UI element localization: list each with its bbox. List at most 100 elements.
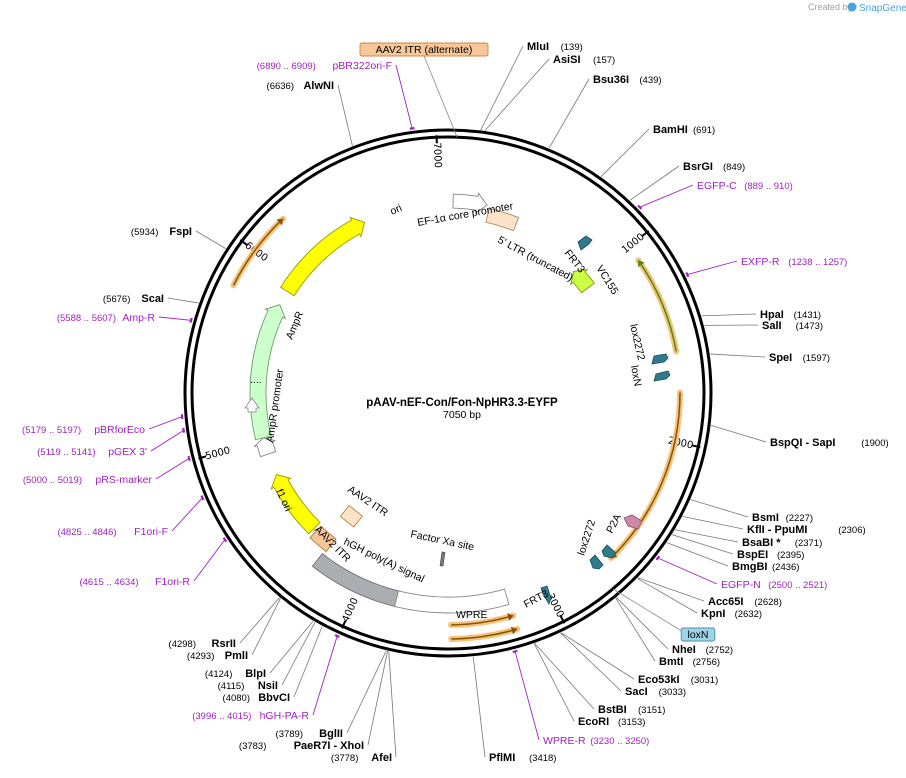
feature-vc155[interactable] — [569, 269, 595, 294]
site-bsmi[interactable]: BsmI(2227) — [752, 512, 813, 524]
feature-aav2-itr[interactable] — [309, 525, 337, 553]
primer-wpre-r[interactable]: WPRE-R(3230 .. 3250) — [543, 735, 649, 747]
primer-line — [150, 429, 184, 452]
feature-f1-ori[interactable] — [270, 473, 321, 535]
site-name: FspI — [169, 226, 192, 238]
site-asisi[interactable]: AsiSI(157) — [553, 54, 615, 66]
boxed-label-loxn[interactable]: loxN — [680, 627, 716, 642]
primer-f1ori-f[interactable]: F1ori-F(4825 .. 4846) — [57, 526, 168, 538]
site-acc65i[interactable]: Acc65I(2628) — [708, 596, 782, 608]
feature-wpre[interactable] — [394, 588, 510, 614]
site-ecori[interactable]: EcoRI(3153) — [578, 716, 645, 728]
site-pos: (3783) — [239, 741, 266, 752]
site-bspqi-sapi[interactable]: BspQI - SapI(1900) — [770, 437, 889, 449]
site-bspei[interactable]: BspEI(2395) — [737, 549, 804, 561]
site-line-bbvci — [293, 626, 323, 698]
site-bsu36i[interactable]: Bsu36I(439) — [593, 74, 662, 86]
site-pos: (691) — [693, 125, 715, 136]
site-scai[interactable]: ScaI(5676) — [103, 293, 164, 305]
site-pmli[interactable]: PmlI(4293) — [187, 650, 248, 662]
site-bsabi-[interactable]: BsaBI *(2371) — [742, 537, 822, 549]
site-pos: (849) — [723, 162, 745, 173]
lox2272-bottom-glyph — [601, 544, 617, 559]
site-spei[interactable]: SpeI(1597) — [769, 352, 830, 364]
primer-pbr322ori-f[interactable]: pBR322ori-F(6890 .. 6909) — [257, 60, 392, 72]
site-line-bamhi — [600, 128, 650, 177]
primer-pbrforeco[interactable]: pBRforEco(5179 .. 5197) — [22, 424, 145, 436]
site-line-pflmi — [472, 656, 486, 758]
site-bglii[interactable]: BglII(3789) — [276, 728, 343, 740]
site-blpi[interactable]: BlpI(4124) — [205, 668, 266, 680]
label-vc155: VC155 — [593, 263, 620, 297]
site-name: BamHI — [653, 124, 688, 136]
site-line-afei — [388, 651, 397, 758]
site-name: SalI — [762, 320, 782, 332]
site-pos: (3031) — [691, 675, 718, 686]
site-afei[interactable]: AfeI(3778) — [331, 752, 392, 764]
site-mlui[interactable]: MluI(139) — [527, 41, 583, 53]
label-p2a: P2A — [604, 512, 624, 535]
site-pos: (2306) — [838, 525, 865, 536]
site-fspi[interactable]: FspI(5934) — [131, 226, 192, 238]
site-saci[interactable]: SacI(3033) — [625, 686, 686, 698]
primer-f1ori-r[interactable]: F1ori-R(4615 .. 4634) — [79, 576, 190, 588]
primer-pos: (6890 .. 6909) — [257, 61, 316, 72]
site-paer7i-xhoi[interactable]: PaeR7I - XhoI(3783) — [239, 740, 364, 752]
site-pos: (6636) — [267, 81, 294, 92]
feature-ef-1-core-promoter[interactable] — [452, 192, 488, 215]
boxed-label-line — [423, 55, 458, 138]
site-pos: (2395) — [777, 550, 804, 561]
primer-egfp-c[interactable]: EGFP-C(889 .. 910) — [697, 180, 793, 192]
boxed-label-bg — [359, 42, 489, 57]
feature-5-ltr-truncated-[interactable] — [485, 207, 520, 232]
site-pos: (2371) — [795, 538, 822, 549]
site-rsrii[interactable]: RsrII(4298) — [169, 638, 236, 650]
site-kpni[interactable]: KpnI(2632) — [701, 608, 762, 620]
site-line-bspqi-sapi — [710, 425, 767, 443]
site-bstbi[interactable]: BstBI(3151) — [598, 704, 665, 716]
site-pos: (3789) — [276, 729, 303, 740]
site-bmgbi[interactable]: BmgBI(2436) — [732, 561, 799, 573]
site-pflmi[interactable]: PflMI(3418) — [489, 752, 556, 764]
primer-hgh-pa-r[interactable]: hGH-PA-R(3996 .. 4015) — [192, 710, 309, 722]
boxed-label-aav2-itr-alternate-[interactable]: AAV2 ITR (alternate) — [359, 42, 489, 57]
primer-line — [687, 260, 738, 276]
site-name: Acc65I — [708, 596, 743, 608]
feature-ori[interactable] — [280, 216, 366, 297]
primer-name: pBRforEco — [94, 424, 145, 436]
site-line-bsmi — [690, 499, 749, 518]
primer-exfp-r[interactable]: EXFP-R(1238 .. 1257) — [741, 256, 847, 268]
site-pos: (2227) — [786, 513, 813, 524]
site-nsii[interactable]: NsiI(4115) — [218, 680, 278, 692]
site-alwni[interactable]: AlwNI(6636) — [267, 80, 334, 92]
site-hpai[interactable]: HpaI(1431) — [760, 309, 821, 321]
site-sali[interactable]: SalI(1473) — [762, 320, 823, 332]
primer-line — [148, 416, 183, 430]
site-bbvci[interactable]: BbvCI(4080) — [223, 692, 290, 704]
cds-arc-core — [637, 259, 677, 352]
frt3-bottom-glyph — [540, 585, 552, 605]
feature-hgh-poly-a-signal[interactable] — [311, 553, 401, 608]
tick-label-7000: 7000 — [431, 142, 443, 168]
site-bamhi[interactable]: BamHI (691) — [653, 124, 715, 136]
primer-amp-r[interactable]: Amp-R(5588 .. 5607) — [57, 312, 156, 324]
loxn-bottom-glyph — [589, 554, 604, 570]
site-kfli-ppumi[interactable]: KflI - PpuMI (2306) — [747, 524, 866, 536]
site-line-nhei — [616, 597, 669, 650]
site-bsrgi[interactable]: BsrGI(849) — [683, 161, 745, 173]
primer-pgex-3-[interactable]: pGEX 3'(5119 .. 5141) — [37, 446, 147, 458]
primer-egfp-n[interactable]: EGFP-N(2500 .. 2521) — [721, 579, 827, 591]
site-pos: (3151) — [638, 705, 665, 716]
site-pos: (4080) — [223, 693, 250, 704]
site-name: KflI - PpuMI — [747, 524, 808, 536]
feature-ampr[interactable] — [249, 304, 287, 441]
site-eco53ki[interactable]: Eco53kI(3031) — [638, 674, 718, 686]
primer-mark — [187, 455, 191, 461]
site-line-paer7i-xhoi — [367, 650, 388, 746]
site-line-pmli — [251, 598, 281, 656]
primer-prs-marker[interactable]: pRS-marker(5000 .. 5019) — [23, 474, 153, 486]
feature-ampr-promoter[interactable] — [253, 437, 277, 458]
site-nhei[interactable]: NheI(2752) — [672, 644, 733, 656]
site-bmti[interactable]: BmtI(2756) — [659, 656, 720, 668]
primer-name: pGEX 3' — [108, 446, 147, 458]
